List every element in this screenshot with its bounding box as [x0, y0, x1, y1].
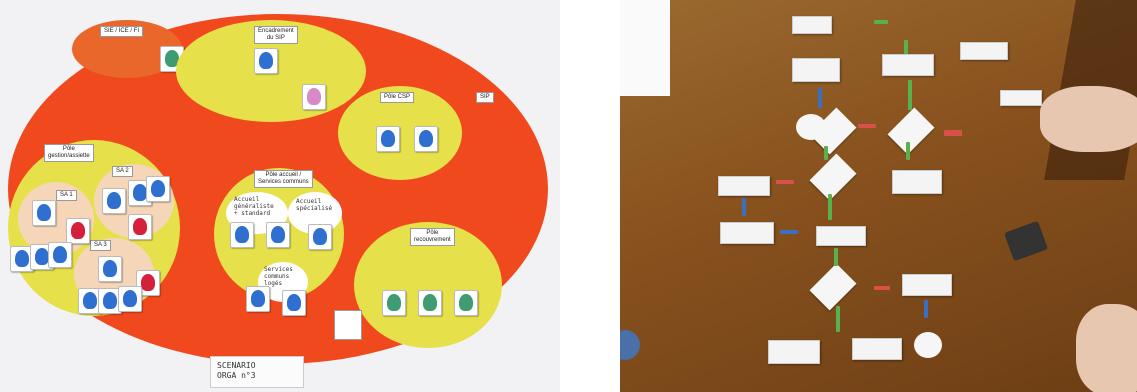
flowchart-card	[852, 338, 902, 360]
connector-blue	[924, 300, 928, 318]
connector-green	[904, 40, 908, 54]
figure-blue	[308, 224, 332, 250]
figure-blue	[414, 126, 438, 152]
figure-blue	[102, 188, 126, 214]
figure-blue	[282, 290, 306, 316]
figure-blue	[376, 126, 400, 152]
flowchart-card	[1000, 90, 1042, 106]
accueil-specialise-text: Accueil spécialisé	[296, 198, 332, 212]
org-board-photo: SIE / ICE / FI Encadrement du SIP SIP Pô…	[0, 0, 560, 392]
flowchart-table-photo	[620, 0, 1137, 392]
figure-blue	[48, 242, 72, 268]
label-encadrement: Encadrement du SIP	[254, 26, 298, 44]
figure-red	[128, 214, 152, 240]
flowchart-card	[902, 274, 952, 296]
connector-green	[834, 248, 838, 266]
hand	[1076, 304, 1137, 392]
hand	[1040, 86, 1137, 152]
connector-red	[874, 286, 890, 290]
figure-blue	[146, 176, 170, 202]
connector-blue	[742, 198, 746, 216]
label-sip: SIP	[476, 92, 494, 103]
flowchart-start	[796, 114, 826, 140]
figure-green	[454, 290, 478, 316]
label-sa1: SA 1	[56, 190, 77, 201]
figure-green	[382, 290, 406, 316]
flowchart-card	[792, 16, 832, 34]
figure-blue	[230, 222, 254, 248]
flowchart-card	[892, 170, 942, 194]
connector-red	[858, 124, 876, 128]
flowchart-card	[882, 54, 934, 76]
flowchart-card	[792, 58, 840, 82]
connector-green	[836, 306, 840, 332]
label-sa3: SA 3	[90, 240, 111, 251]
white-wall	[620, 0, 670, 96]
figure-red	[66, 218, 90, 244]
connector-blue	[780, 230, 798, 234]
figure-blue	[246, 286, 270, 312]
label-pole-csp: Pôle CSP	[380, 92, 414, 103]
figure-green	[418, 290, 442, 316]
outlined-figure-card	[334, 310, 362, 340]
connector-green	[906, 142, 910, 160]
services-communs-text: Services communs logés	[264, 266, 293, 287]
figure-blue	[98, 256, 122, 282]
connector-blue	[818, 88, 822, 108]
figure-blue	[118, 286, 142, 312]
flowchart-card	[768, 340, 820, 364]
label-sie-ice-fi: SIE / ICE / FI	[100, 26, 143, 37]
label-pole-accueil: Pôle accueil / Services communs	[254, 170, 313, 188]
connector-green	[824, 146, 828, 160]
connector-green	[828, 194, 832, 220]
flowchart-end	[914, 332, 942, 358]
figure-blue	[266, 222, 290, 248]
connector-green	[908, 80, 912, 110]
flowchart-card	[816, 226, 866, 246]
scenario-card: SCENARIO ORGA n°3	[210, 356, 304, 388]
flowchart-card	[720, 222, 774, 244]
figure-blue	[32, 200, 56, 226]
accueil-generaliste-text: Accueil généraliste + standard	[234, 196, 274, 217]
flowchart-card	[960, 42, 1008, 60]
label-pole-gestion: Pôle gestion/assiette	[44, 144, 94, 162]
flowchart-card	[718, 176, 770, 196]
figure-pink	[302, 84, 326, 110]
connector-red	[776, 180, 794, 184]
table-surface	[620, 0, 1137, 392]
connector-red	[944, 130, 962, 136]
label-sa2: SA 2	[112, 166, 133, 177]
connector-green	[874, 20, 888, 24]
figure-blue	[254, 48, 278, 74]
label-pole-recouvrement: Pôle recouvrement	[410, 228, 455, 246]
